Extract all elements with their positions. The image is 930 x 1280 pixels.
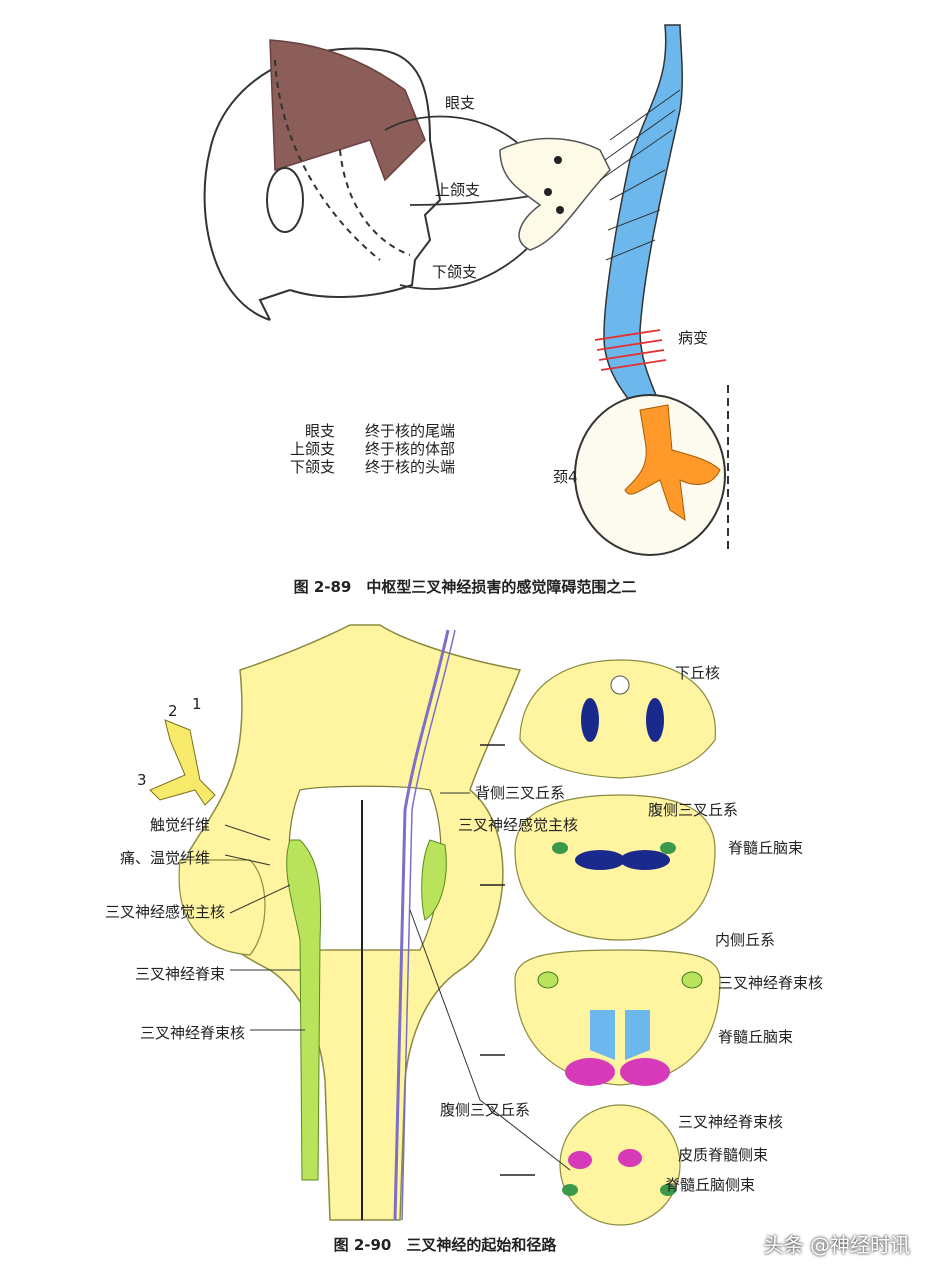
root-number: 1 — [192, 695, 202, 713]
label-spinal-tract-nucleus-cord: 三叉神经脊束核 — [678, 1113, 783, 1131]
cross-section-spinal-cord — [559, 1104, 681, 1226]
legend-branch: 下颌支 — [290, 458, 335, 476]
label-touch-fibers: 触觉纤维 — [150, 816, 210, 834]
label-lesion: 病变 — [678, 329, 708, 347]
label-mandibular: 下颌支 — [432, 263, 477, 281]
root-number: 3 — [137, 771, 147, 789]
ear-shape — [266, 167, 304, 233]
spinal-tract — [603, 24, 683, 416]
label-ophthalmic: 眼支 — [445, 94, 475, 112]
brainstem-dorsal-view — [149, 624, 522, 1221]
leader-lines — [224, 792, 571, 1171]
cross-section-pons — [514, 794, 716, 941]
watermark: 头条 @神经时讯 — [763, 1233, 910, 1257]
label-spinal-tract: 三叉神经脊束 — [135, 965, 225, 983]
label-inferior-colliculus: 下丘核 — [675, 664, 720, 682]
figure-2-90: 2 1 3 触觉纤维 痛、温觉纤维 三叉神经感觉主核 三叉神经脊束 三叉神经脊束… — [0, 610, 930, 1280]
cross-section-midbrain — [519, 659, 716, 779]
figure-caption-90: 图 2-90 三叉神经的起始和径路 — [334, 1236, 558, 1254]
label-maxillary: 上颌支 — [435, 181, 480, 199]
posterior-horn-nucleus — [624, 404, 721, 522]
legend-ending: 终于核的体部 — [365, 440, 455, 458]
label-spinal-tract-nucleus: 三叉神经脊束核 — [140, 1024, 245, 1042]
label-medial-lemniscus: 内侧丘系 — [715, 931, 775, 949]
label-lateral-spinothalamic: 脊髓丘脑侧束 — [665, 1176, 755, 1194]
lesion-marks — [594, 329, 667, 371]
legend-ending: 终于核的头端 — [365, 458, 455, 476]
label-main-sensory-nucleus: 三叉神经感觉主核 — [105, 903, 225, 921]
label-ventral-lemniscus: 腹侧三叉丘系 — [648, 801, 738, 819]
label-spinothalamic-tract: 脊髓丘脑束 — [728, 839, 803, 857]
label-lateral-corticospinal: 皮质脊髓侧束 — [678, 1146, 768, 1164]
head-illustration — [203, 39, 442, 321]
trigeminal-ganglion — [499, 137, 611, 251]
cross-section-medulla — [514, 949, 721, 1086]
label-pain-temp-fibers: 痛、温觉纤维 — [120, 849, 210, 867]
legend-ending: 终于核的尾端 — [365, 422, 455, 440]
label-c4: 颈4 — [553, 468, 578, 486]
label-ventral-lemniscus-center: 腹侧三叉丘系 — [440, 1101, 530, 1119]
root-number: 2 — [168, 702, 178, 720]
legend-branch: 眼支 — [305, 422, 335, 440]
label-main-sensory-nucleus-center: 三叉神经感觉主核 — [458, 816, 578, 834]
label-spinothalamic-tract-medulla: 脊髓丘脑束 — [718, 1028, 793, 1046]
legend: 眼支 终于核的尾端 上颌支 终于核的体部 下颌支 终于核的头端 — [290, 422, 455, 476]
tract-fibers — [599, 89, 681, 261]
figure-caption-89: 图 2-89 中枢型三叉神经损害的感觉障碍范围之二 — [294, 578, 637, 596]
spinal-cord-c4 — [574, 385, 729, 556]
ophthalmic-skin-region — [269, 39, 426, 182]
label-spinal-tract-nucleus-medulla: 三叉神经脊束核 — [718, 974, 823, 992]
legend-branch: 上颌支 — [290, 440, 335, 458]
label-dorsal-lemniscus: 背侧三叉丘系 — [475, 784, 565, 802]
level-arrows — [480, 744, 535, 1176]
figure-2-89: 眼支 上颌支 下颌支 病变 颈4 眼支 终于核的尾端 上颌支 终于核的体部 下颌… — [0, 0, 930, 600]
